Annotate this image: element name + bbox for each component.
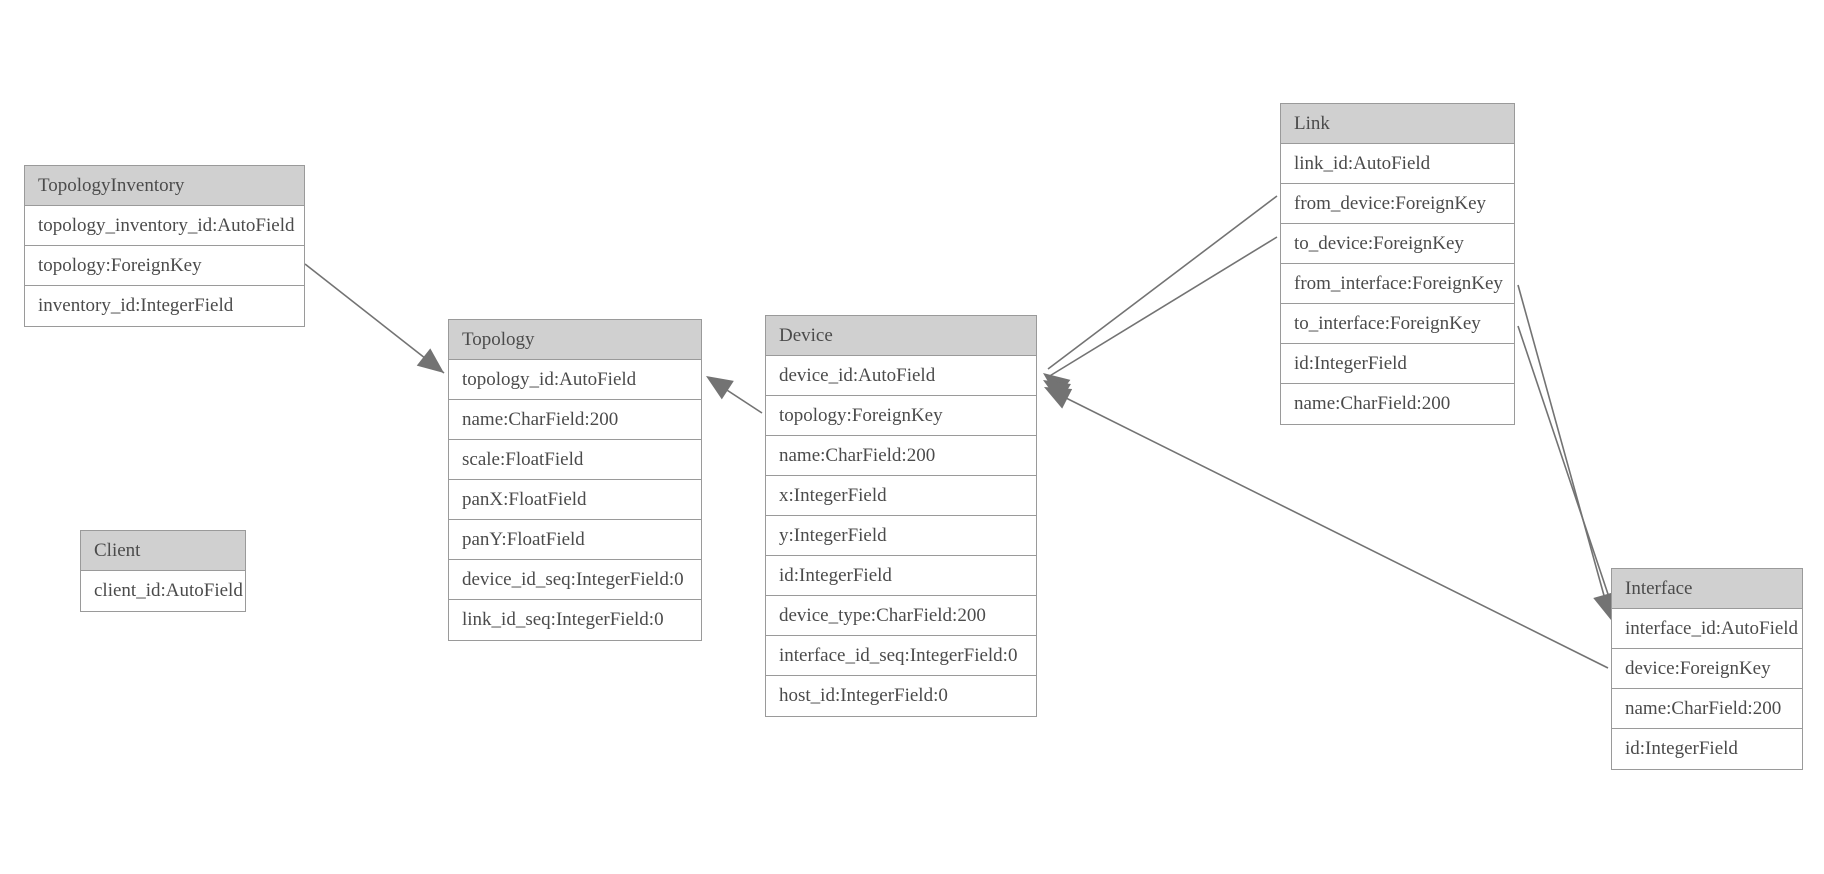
entity-title-link: Link (1281, 104, 1514, 144)
field-row[interactable]: interface_id:AutoField (1612, 609, 1802, 649)
field-row[interactable]: name:CharField:200 (449, 400, 701, 440)
relationship-line (304, 263, 445, 374)
relationship-link-to-device (1043, 236, 1278, 403)
field-row[interactable]: device:ForeignKey (1612, 649, 1802, 689)
field-row[interactable]: name:CharField:200 (766, 436, 1036, 476)
field-row[interactable]: from_interface:ForeignKey (1281, 264, 1514, 304)
entity-title-client: Client (81, 531, 245, 571)
entity-title-topologyinventory: TopologyInventory (25, 166, 304, 206)
field-row[interactable]: id:IntegerField (1625, 738, 1738, 759)
entity-title-interface: Interface (1612, 569, 1802, 609)
field-row[interactable]: to_interface:ForeignKey (1281, 304, 1514, 344)
relationship-line (1517, 325, 1615, 613)
field-row[interactable]: panY:FloatField (449, 520, 701, 560)
entity-title-topology: Topology (449, 320, 701, 360)
field-row[interactable]: host_id:IntegerField:0 (779, 685, 948, 706)
relationship-line (1517, 284, 1609, 611)
relationship-line (1047, 195, 1278, 370)
field-row[interactable]: to_device:ForeignKey (1281, 224, 1514, 264)
relationship-line (1049, 389, 1609, 669)
field-row[interactable]: device_id_seq:IntegerField:0 (449, 560, 701, 600)
field-row[interactable]: topology:ForeignKey (25, 246, 304, 286)
entity-fields-client: client_id:AutoField (81, 571, 245, 611)
field-row[interactable]: device_id:AutoField (766, 356, 1036, 396)
arrowhead-icon (1043, 373, 1071, 398)
field-row[interactable]: name:CharField:200 (1612, 689, 1802, 729)
field-row[interactable]: scale:FloatField (449, 440, 701, 480)
field-row[interactable]: id:IntegerField (766, 556, 1036, 596)
arrowhead-icon (1044, 387, 1073, 409)
relationship-link-from-device (1043, 195, 1278, 398)
field-row[interactable]: client_id:AutoField (94, 580, 243, 601)
field-row[interactable]: topology:ForeignKey (766, 396, 1036, 436)
arrowhead-icon (416, 348, 444, 373)
field-row[interactable]: link_id:AutoField (1281, 144, 1514, 184)
field-row[interactable]: y:IntegerField (766, 516, 1036, 556)
arrowhead-icon (1043, 380, 1071, 403)
relationship-device-topology (706, 376, 763, 414)
field-row[interactable]: device_type:CharField:200 (766, 596, 1036, 636)
entity-client[interactable]: Client client_id:AutoField (80, 530, 246, 612)
field-row[interactable]: inventory_id:IntegerField (38, 295, 234, 316)
field-row[interactable]: topology_id:AutoField (449, 360, 701, 400)
field-row[interactable]: topology_inventory_id:AutoField (25, 206, 304, 246)
field-row[interactable]: name:CharField:200 (1294, 393, 1451, 414)
field-row[interactable]: panX:FloatField (449, 480, 701, 520)
field-row[interactable]: link_id_seq:IntegerField:0 (462, 609, 664, 630)
relationship-line (709, 378, 763, 414)
relationship-link-from-interface (1517, 284, 1615, 620)
field-row[interactable]: x:IntegerField (766, 476, 1036, 516)
arrowhead-icon (706, 376, 734, 400)
field-row[interactable]: id:IntegerField (1281, 344, 1514, 384)
field-row[interactable]: from_device:ForeignKey (1281, 184, 1514, 224)
relationship-line (1047, 236, 1278, 378)
entity-title-device: Device (766, 316, 1036, 356)
field-row[interactable]: interface_id_seq:IntegerField:0 (766, 636, 1036, 676)
relationship-topologyinventory-topology (304, 263, 445, 374)
